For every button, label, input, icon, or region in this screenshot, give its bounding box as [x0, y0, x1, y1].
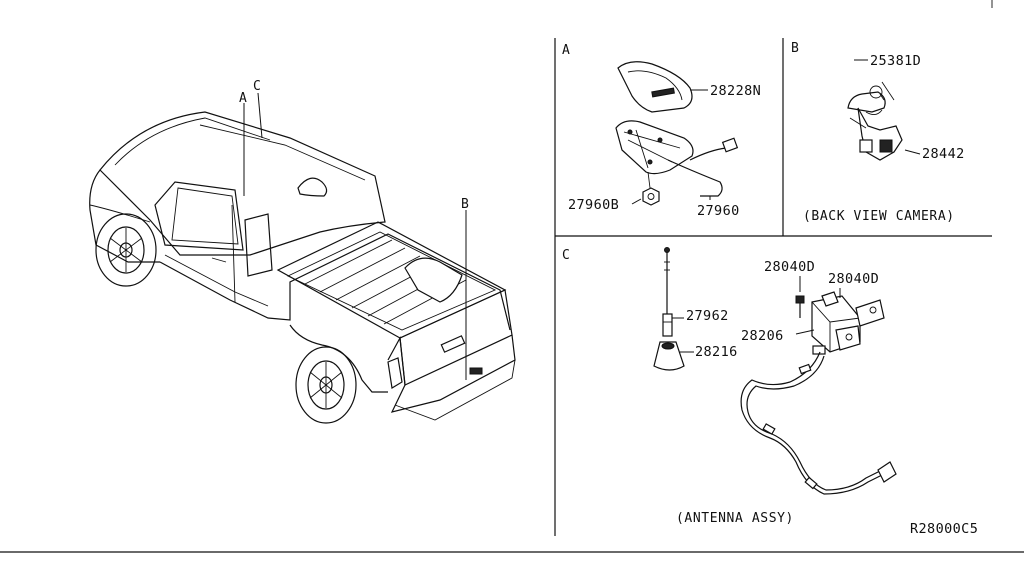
part-label-25381d: 25381D — [870, 53, 921, 69]
part-label-27960b: 27960B — [568, 197, 619, 213]
part-label-28040d-left: 28040D — [764, 259, 815, 275]
section-b-label: B — [791, 41, 799, 56]
back-view-camera-caption: (BACK VIEW CAMERA) — [803, 209, 955, 224]
roof-antenna-cover-28228n — [617, 61, 693, 113]
part-label-28206: 28206 — [741, 328, 784, 344]
section-c-label: C — [562, 248, 570, 263]
truck-callout-b: B — [461, 197, 469, 212]
diagram-code: R28000C5 — [910, 521, 978, 537]
truck-callout-c: C — [253, 79, 261, 94]
truck-callout-a: A — [239, 91, 247, 106]
antenna-amplifier-28206 — [811, 291, 885, 355]
part-label-27962: 27962 — [686, 308, 729, 324]
part-label-28228n: 28228N — [710, 83, 761, 99]
roof-antenna-base-27960 — [615, 120, 739, 206]
back-view-camera-assembly — [847, 81, 903, 161]
truck-illustration — [89, 92, 516, 424]
antenna-feeder-cable — [740, 351, 897, 495]
section-a-label: A — [562, 43, 570, 58]
antenna-rod-27962 — [662, 247, 673, 337]
part-label-28040d-right: 28040D — [828, 271, 879, 287]
antenna-base-28216 — [653, 341, 685, 371]
part-label-27960: 27960 — [697, 203, 740, 219]
antenna-assy-caption: (ANTENNA ASSY) — [676, 511, 794, 526]
part-label-28216: 28216 — [695, 344, 738, 360]
mounting-bolt-28040d — [795, 295, 805, 318]
part-label-28442: 28442 — [922, 146, 965, 162]
